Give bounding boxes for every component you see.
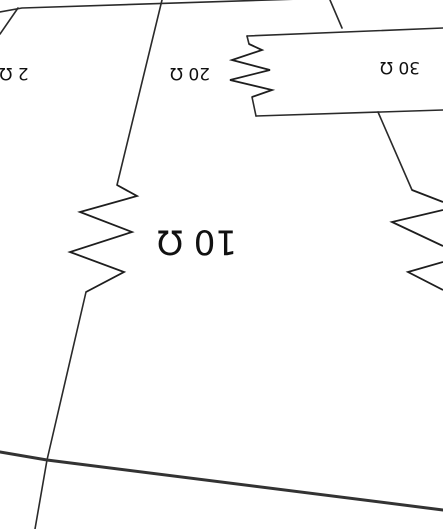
main-branch-wire-lower (34, 291, 87, 529)
top-right-wire (329, 0, 343, 29)
right-branch-wire (377, 111, 413, 191)
label-10-ohm: 10 Ω (157, 222, 237, 262)
box-top-wire (246, 27, 443, 37)
box-left-upper (246, 35, 250, 45)
main-branch-wire-upper (116, 0, 163, 186)
resistor-10-ohm (67, 184, 140, 293)
box-left-lower (251, 96, 257, 117)
resistor-right-partial (389, 189, 443, 291)
bottom-return-wire (0, 450, 443, 512)
top-wire (0, 0, 294, 13)
resistor-20-ohm (228, 43, 276, 98)
label-2-ohm: 2 Ω (0, 63, 29, 83)
label-30-ohm: 30 Ω (380, 57, 420, 77)
left-edge-wire (0, 7, 19, 35)
label-20-ohm: 20 Ω (170, 63, 210, 83)
box-bottom-wire (255, 109, 443, 117)
